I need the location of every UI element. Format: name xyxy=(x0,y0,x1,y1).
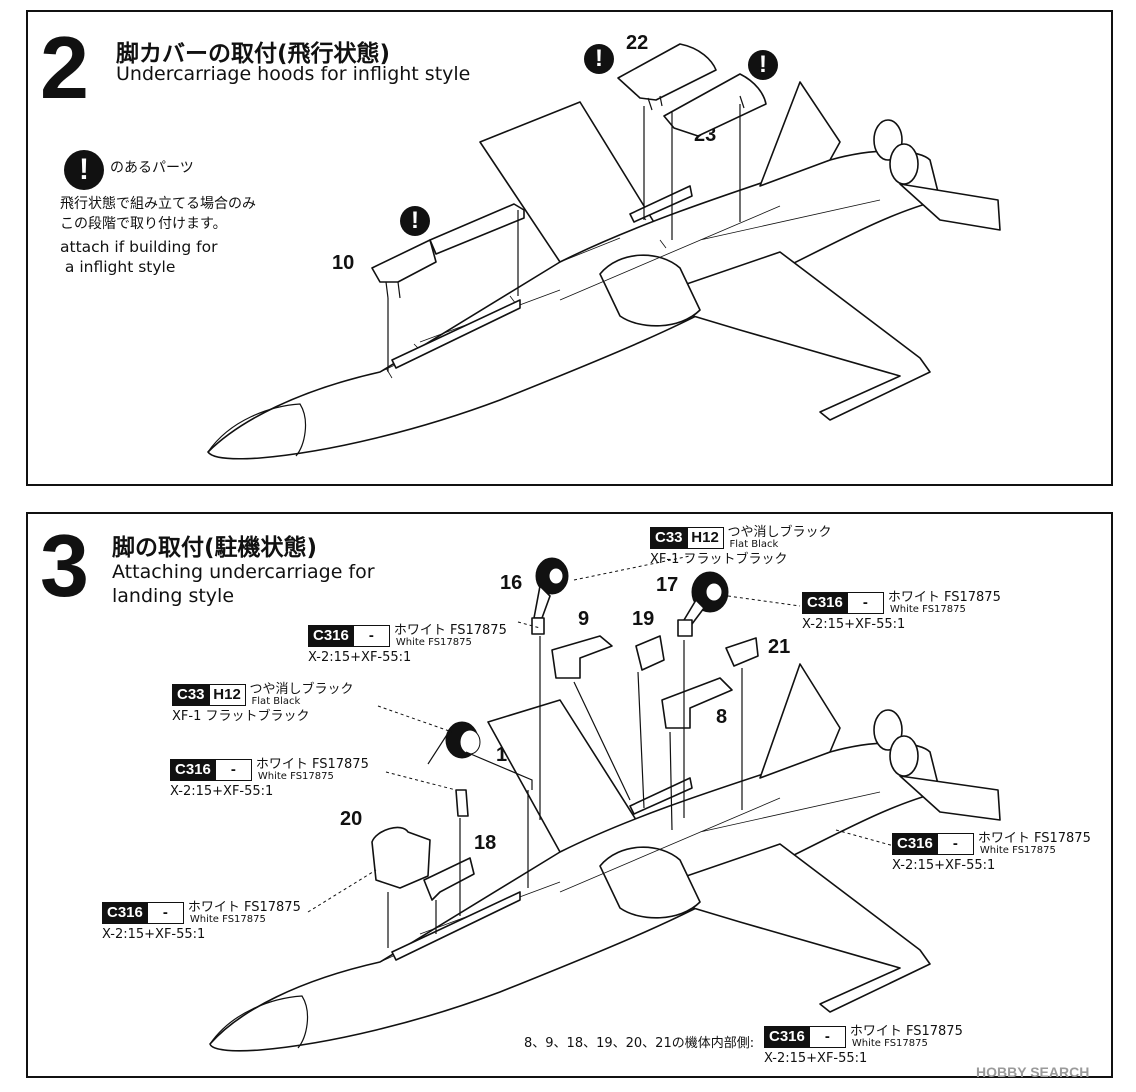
paint-code-dash: - xyxy=(147,902,184,924)
paint-name-en: Flat Black xyxy=(729,539,779,550)
paint-mix: X-2:15+XF-55:1 xyxy=(102,927,206,942)
part-18-drawing xyxy=(423,857,475,901)
paint-name-jp: ホワイト FS17875 xyxy=(887,590,1001,605)
paint-name-en: White FS17875 xyxy=(257,771,334,782)
exclamation-warning-icon: ! xyxy=(64,150,104,190)
paint-name-jp: つや消しブラック xyxy=(727,525,832,540)
paint-name-jp: ホワイト FS17875 xyxy=(977,831,1091,846)
paint-mix: XF-1 フラットブラック xyxy=(172,709,310,724)
part-20-drawing xyxy=(371,826,431,889)
paint-code-dash: - xyxy=(937,833,974,855)
paint-name-jp: ホワイト FS17875 xyxy=(255,757,369,772)
part-19-drawing xyxy=(635,635,665,671)
inflight-note-jp-line1: 飛行状態で組み立てる場合のみ xyxy=(60,196,256,212)
warning-parts-label: のあるパーツ xyxy=(110,160,194,176)
paint-name-en: Flat Black xyxy=(251,696,301,707)
part-8-drawing xyxy=(661,677,733,729)
inflight-note-en-line1: attach if building for xyxy=(60,238,218,256)
paint-name-en: White FS17875 xyxy=(979,845,1056,856)
part-number-21: 21 xyxy=(768,636,791,658)
paint-code-c316: C316 xyxy=(802,592,848,614)
paint-code-h12: H12 xyxy=(687,527,724,549)
part-number-20: 20 xyxy=(340,808,363,830)
inflight-note-en-line2: a inflight style xyxy=(60,258,176,276)
paint-code-dash: - xyxy=(353,625,390,647)
exclamation-warning-icon: ! xyxy=(584,44,614,74)
paint-code-dash: - xyxy=(215,759,252,781)
paint-code-c316: C316 xyxy=(170,759,216,781)
paint-name-en: White FS17875 xyxy=(189,914,266,925)
paint-name-jp: ホワイト FS17875 xyxy=(849,1024,963,1039)
part-23-drawing xyxy=(663,73,767,137)
paint-code-dash: - xyxy=(847,592,884,614)
part-16-wheel-drawing xyxy=(531,557,569,635)
paint-mix: X-2:15+XF-55:1 xyxy=(764,1051,868,1066)
paint-name-en: White FS17875 xyxy=(851,1038,928,1049)
step-2-title-en: Undercarriage hoods for inflight style xyxy=(116,63,471,85)
inflight-note-jp-line2: この段階で取り付けます。 xyxy=(60,216,227,232)
part-17-wheel-drawing xyxy=(677,571,729,637)
paint-name-jp: つや消しブラック xyxy=(249,682,354,697)
part-number-8: 8 xyxy=(716,706,728,728)
step-2-title-jp: 脚カバーの取付(飛行状態) xyxy=(116,41,391,67)
part-9-drawing xyxy=(551,635,613,679)
paint-mix: XF-1 フラットブラック xyxy=(650,552,788,567)
step-2-number: 2 xyxy=(40,18,89,117)
part-number-10: 10 xyxy=(332,252,355,274)
part-number-16: 16 xyxy=(500,572,523,594)
paint-mix: X-2:15+XF-55:1 xyxy=(802,617,906,632)
part-number-22: 22 xyxy=(626,32,649,54)
part-number-18: 18 xyxy=(474,832,497,854)
paint-name-en: White FS17875 xyxy=(395,637,472,648)
part-15-nose-gear-drawing xyxy=(427,721,533,817)
paint-code-c316: C316 xyxy=(764,1026,810,1048)
part-22-drawing xyxy=(617,43,717,111)
step-3-title-en-line2: landing style xyxy=(112,585,235,607)
part-number-17: 17 xyxy=(656,574,679,596)
paint-code-c33: C33 xyxy=(650,527,688,549)
step-3-title-en-line1: Attaching undercarriage for xyxy=(112,561,375,583)
part-10-drawing xyxy=(371,203,525,299)
aircraft-underside-drawing xyxy=(209,663,1001,1052)
step-3-title-jp: 脚の取付(駐機状態) xyxy=(112,535,318,561)
part-21-drawing xyxy=(725,637,759,667)
step-3-number: 3 xyxy=(40,516,89,615)
paint-code-c316: C316 xyxy=(892,833,938,855)
paint-name-jp: ホワイト FS17875 xyxy=(393,623,507,638)
paint-code-c316: C316 xyxy=(102,902,148,924)
part-number-9: 9 xyxy=(578,608,590,630)
paint-code-c316: C316 xyxy=(308,625,354,647)
paint-code-c33: C33 xyxy=(172,684,210,706)
aircraft-underside-drawing xyxy=(207,81,1001,460)
paint-code-h12: H12 xyxy=(209,684,246,706)
part-number-19: 19 xyxy=(632,608,655,630)
paint-name-jp: ホワイト FS17875 xyxy=(187,900,301,915)
watermark: HOBBY SEARCH xyxy=(976,1064,1090,1080)
exclamation-warning-icon: ! xyxy=(748,50,778,80)
paint-name-en: White FS17875 xyxy=(889,604,966,615)
interior-side-note: 8、9、18、19、20、21の機体内部側: xyxy=(524,1036,755,1051)
paint-mix: X-2:15+XF-55:1 xyxy=(892,858,996,873)
exclamation-warning-icon: ! xyxy=(400,206,430,236)
paint-mix: X-2:15+XF-55:1 xyxy=(308,650,412,665)
paint-mix: X-2:15+XF-55:1 xyxy=(170,784,274,799)
paint-code-dash: - xyxy=(809,1026,846,1048)
